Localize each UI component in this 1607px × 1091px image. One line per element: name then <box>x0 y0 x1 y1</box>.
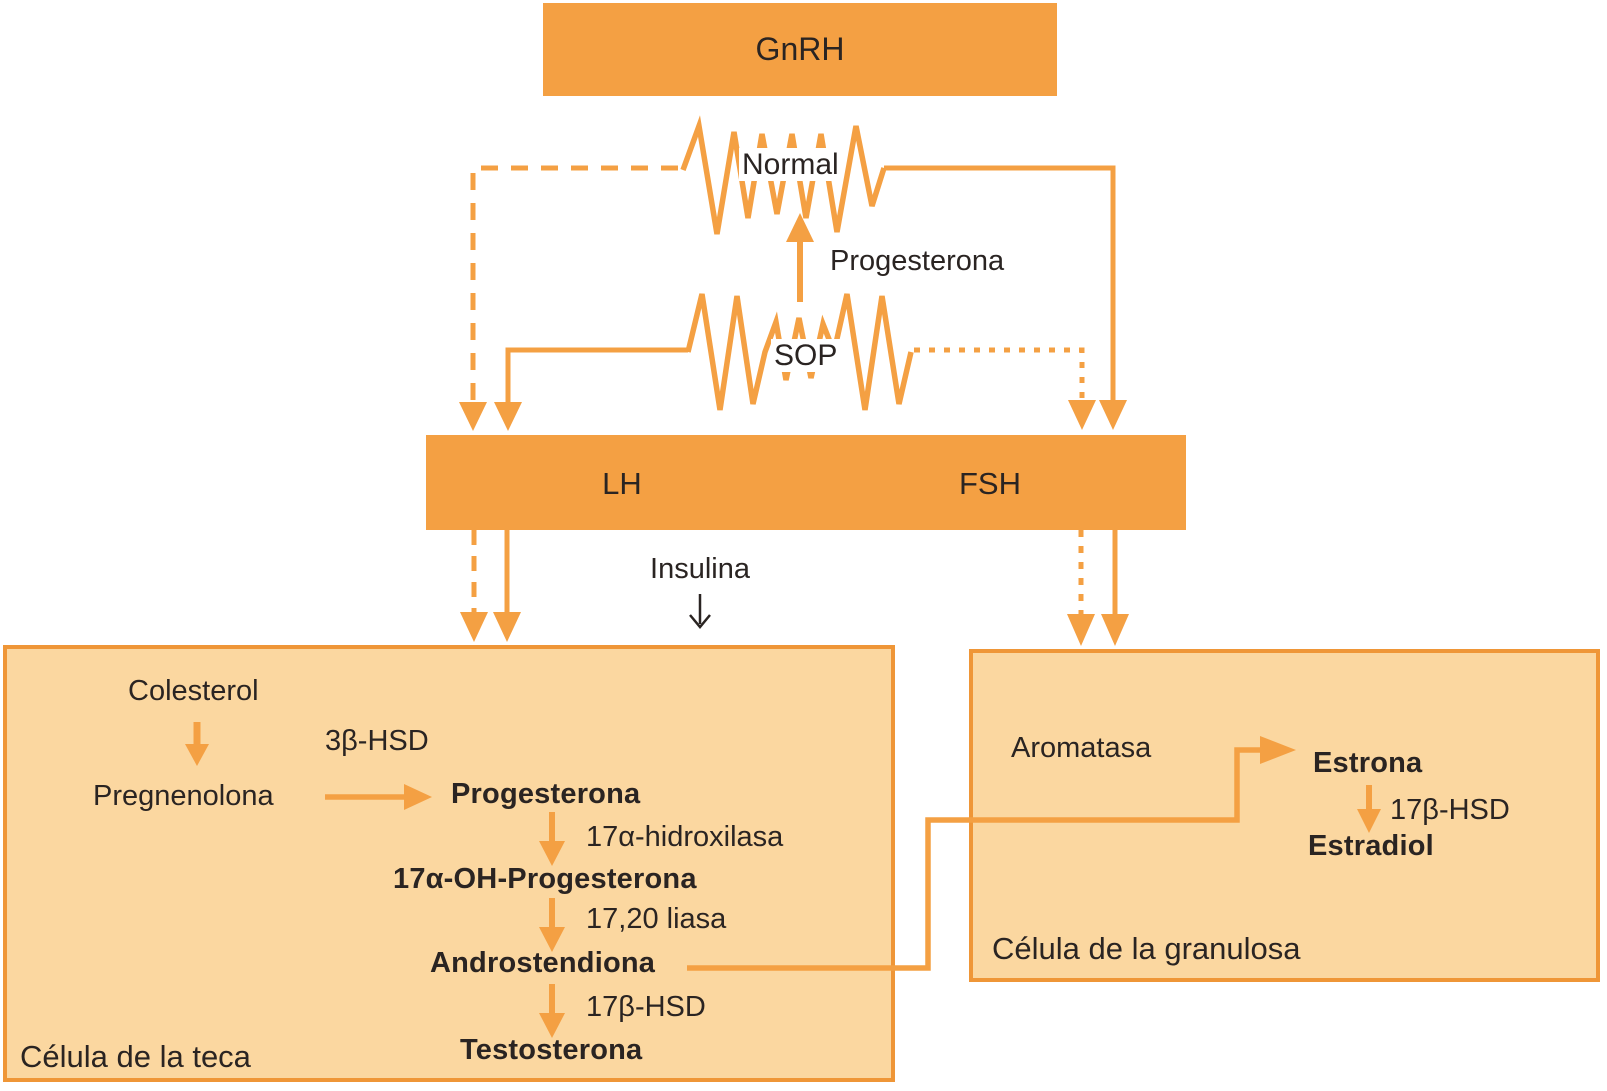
lh-fsh-bar <box>426 435 1186 530</box>
lh-label: LH <box>602 466 642 501</box>
oh-progesterona-label: 17α-OH-Progesterona <box>393 863 697 895</box>
granulosa-cell-box <box>969 649 1600 982</box>
fsh-label: FSH <box>959 466 1021 501</box>
ohprogesterona-arrowhead <box>539 927 565 952</box>
sop-to-lh-line <box>505 347 688 402</box>
estrona-route-arrowhead <box>1260 736 1296 764</box>
androstendiona-to-estrona-line <box>687 747 1262 971</box>
theca-cell-box <box>3 645 895 1082</box>
pregnenolona-label: Pregnenolona <box>93 780 274 812</box>
aromatasa-label: Aromatasa <box>1011 732 1152 764</box>
sop-to-fsh-dotted-line <box>914 347 1085 400</box>
colesterol-arrowhead <box>185 744 209 766</box>
pregnenolona-arrowhead <box>404 784 432 810</box>
normal-to-fsh-arrowhead <box>1099 400 1127 430</box>
fsh-to-granulosa-arrowhead <box>1101 614 1129 646</box>
enzyme-17b-hsd-granulosa-label: 17β-HSD <box>1390 794 1510 826</box>
theca-cell-title: Célula de la teca <box>20 1039 251 1074</box>
androstendiona-label: Androstendiona <box>430 947 656 979</box>
normal-to-fsh-line <box>884 165 1116 400</box>
insulina-arrow <box>689 594 711 629</box>
colesterol-label: Colesterol <box>128 675 259 707</box>
enzyme-3b-hsd-label: 3β-HSD <box>325 725 429 757</box>
enzyme-17-20-liasa-label: 17,20 liasa <box>586 903 727 935</box>
androstendiona-arrowhead <box>539 1013 565 1038</box>
normal-to-lh-arrowhead <box>459 402 487 431</box>
sop-label: SOP <box>771 339 841 372</box>
estradiol-label: Estradiol <box>1308 830 1434 862</box>
sop-to-fsh-arrowhead <box>1068 400 1096 430</box>
enzyme-17b-hsd-theca-label: 17β-HSD <box>586 991 706 1023</box>
gnrh-label: GnRH <box>755 31 845 67</box>
normal-to-lh-dashed-line <box>470 165 678 402</box>
gnrh-box: GnRH <box>543 3 1057 96</box>
progesterona-arrowhead <box>539 841 565 866</box>
enzyme-17a-hidroxilasa-label: 17α-hidroxilasa <box>586 821 784 853</box>
progesterona-label: Progesterona <box>451 778 641 810</box>
normal-label: Normal <box>739 148 842 181</box>
sop-pulse-wave <box>685 293 914 411</box>
granulosa-cell-title: Célula de la granulosa <box>992 931 1301 966</box>
insulina-label: Insulina <box>650 553 750 585</box>
lh-to-theca-arrowhead <box>493 612 521 642</box>
sop-to-lh-arrowhead <box>494 402 522 431</box>
testosterona-label: Testosterona <box>460 1034 643 1066</box>
fsh-to-granulosa-dotted-arrowhead <box>1067 614 1095 646</box>
progesterona-feedback-arrowhead <box>786 213 814 242</box>
estrona-down-arrowhead <box>1357 809 1381 833</box>
lh-to-theca-dashed-arrowhead <box>460 612 488 642</box>
progesterona-feedback-label: Progesterona <box>830 245 1005 277</box>
estrona-label: Estrona <box>1313 747 1423 779</box>
